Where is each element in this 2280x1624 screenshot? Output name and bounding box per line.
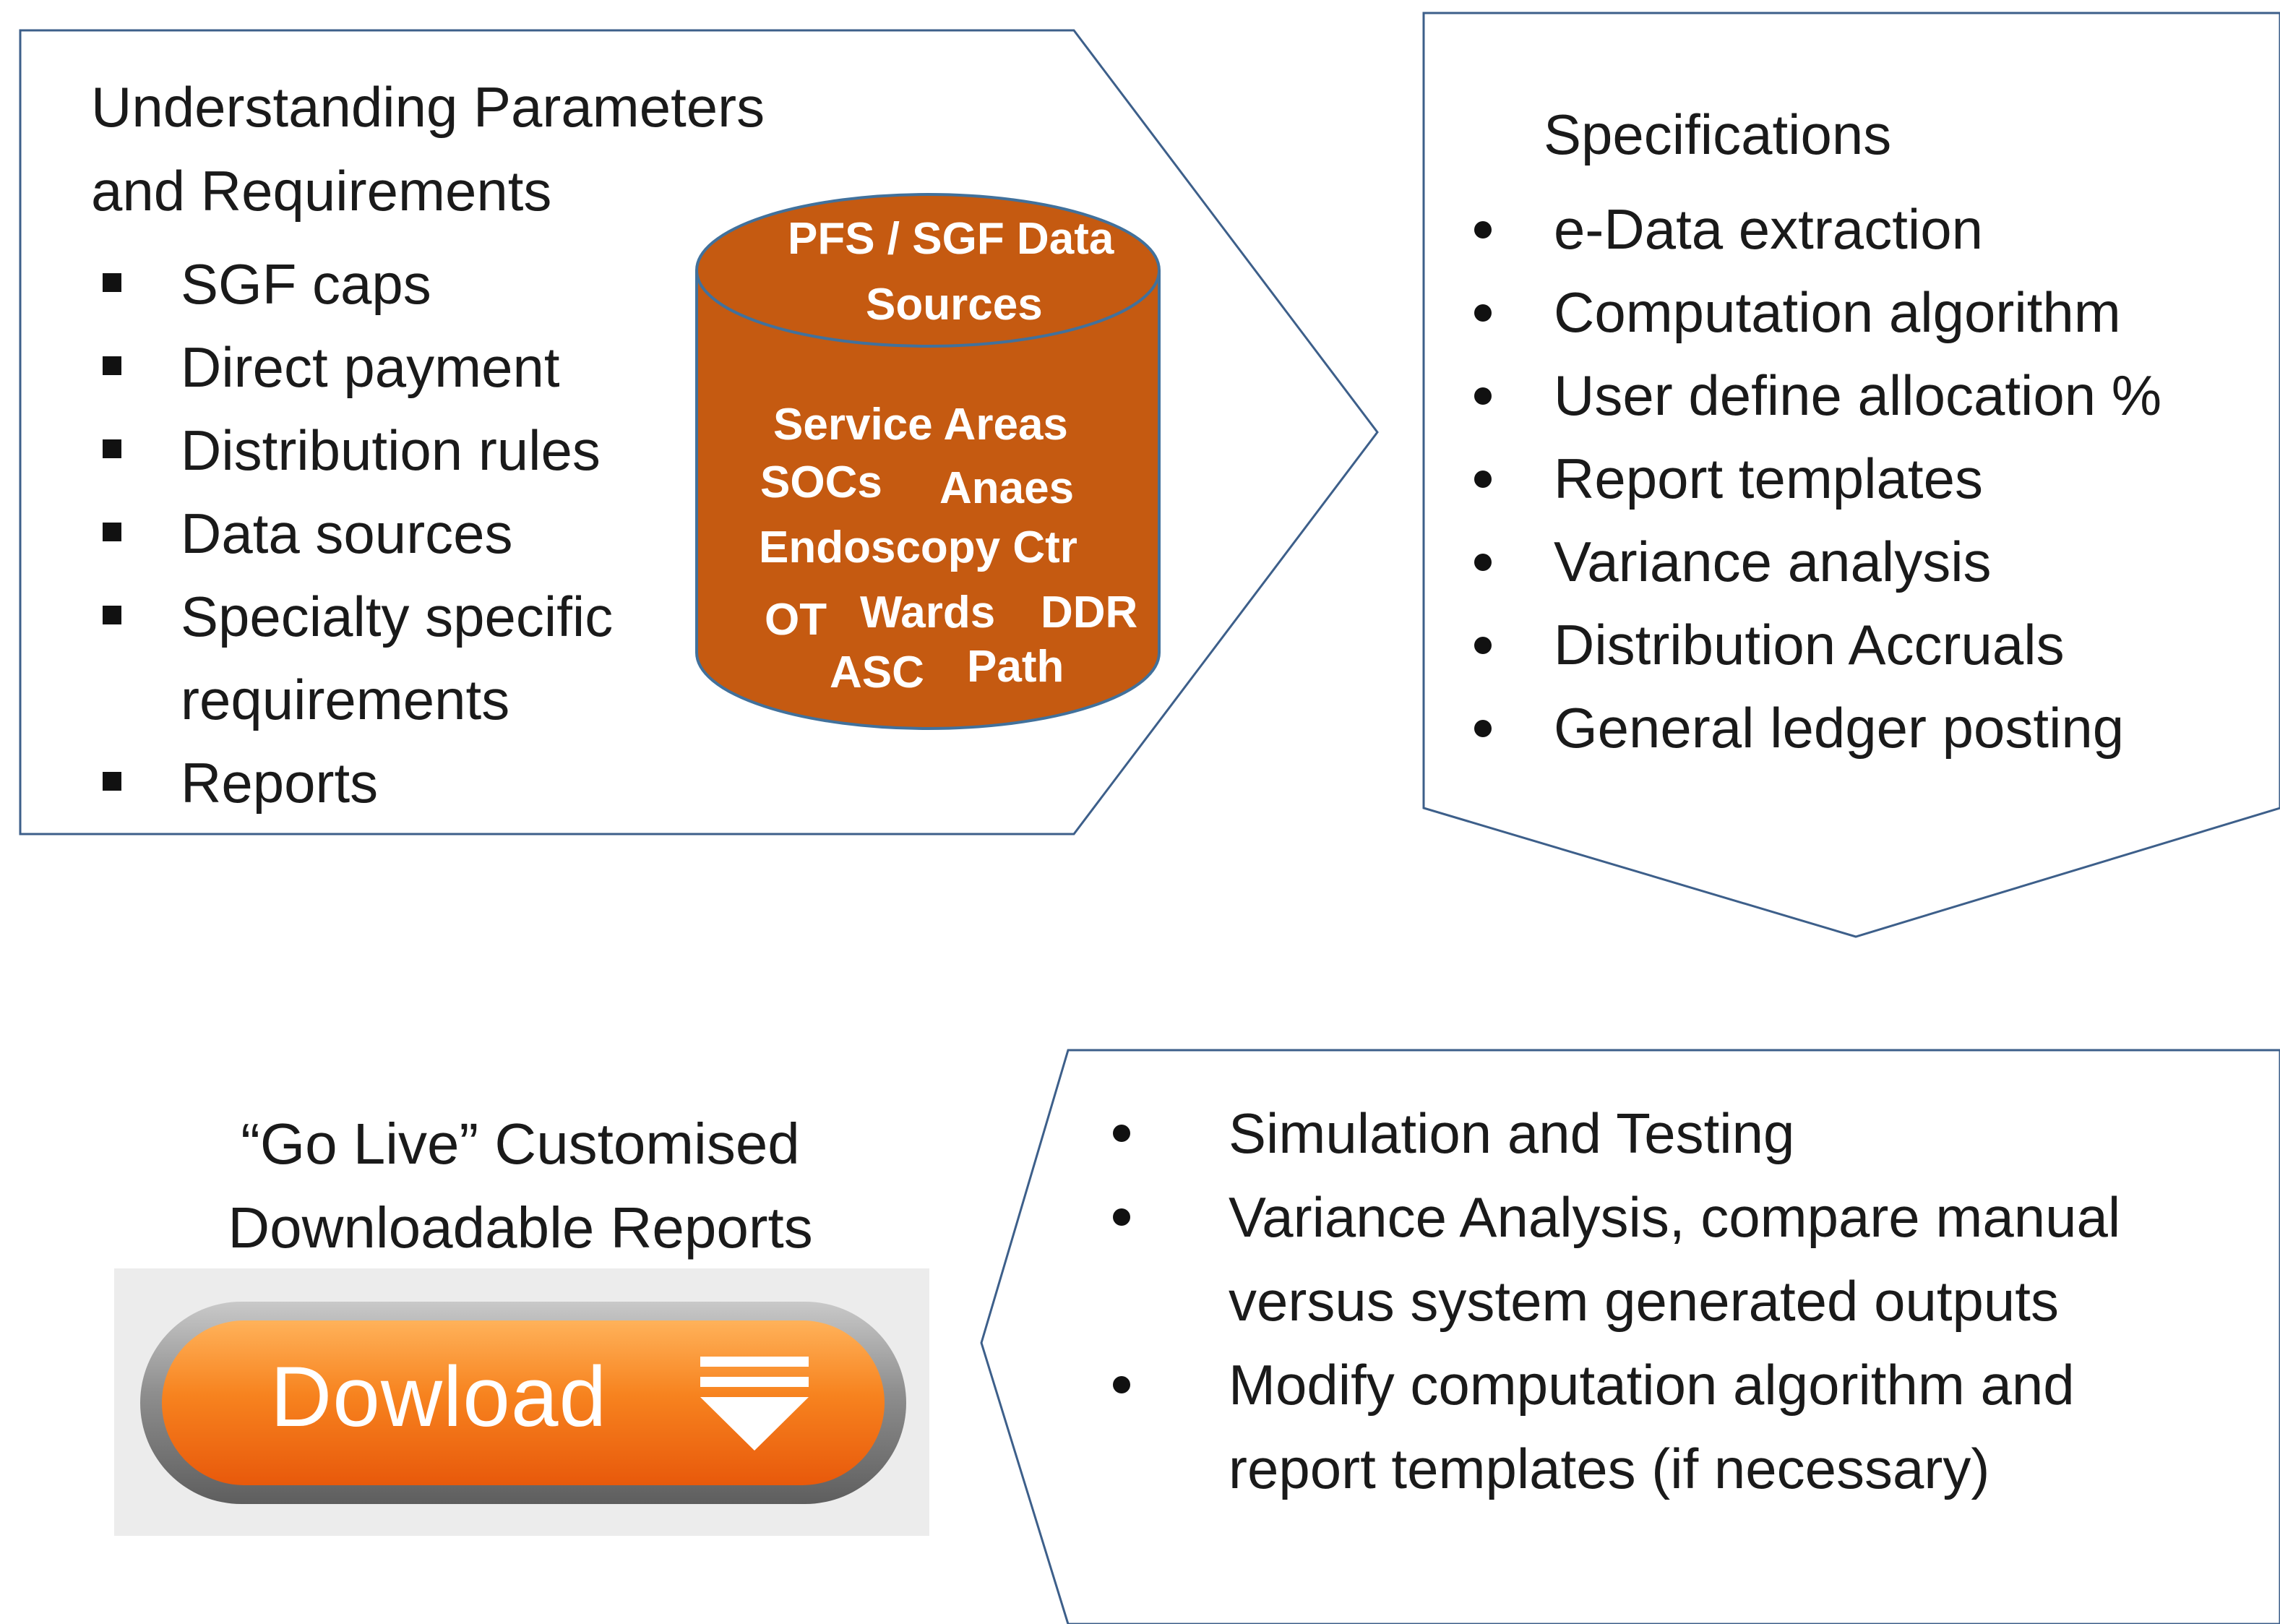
round-bullet-icon [1474,637,1492,654]
step1-title-line2: and Requirements [91,159,552,223]
list-item: Reports [94,742,613,825]
round-bullet-icon [1474,554,1492,571]
step2-title: Specifications [1544,103,1892,166]
square-bullet-icon [103,772,121,791]
label-wards: Wards [860,588,996,637]
round-bullet-icon [1474,387,1492,405]
step3-list: Simulation and Testing Variance Analysis… [1098,1091,2120,1511]
go-live-title-line1: “Go Live” Customised [241,1112,800,1176]
list-item: e-Data extraction [1424,188,2161,271]
list-item: General ledger posting [1424,687,2161,770]
step1-list: SGF caps Direct payment Distribution rul… [94,243,613,825]
list-item: Direct payment [94,326,613,409]
download-button-image: Dowload [114,1268,929,1536]
download-button-label: Dowload [270,1349,608,1445]
go-live-title: “Go Live” Customised Downloadable Report… [145,1102,896,1270]
list-item: User define allocation % [1424,354,2161,437]
square-bullet-icon [103,606,121,624]
list-item: Distribution rules [94,409,613,492]
data-sources-cylinder [695,193,1161,730]
label-ot: OT [765,595,827,645]
go-live-title-line2: Downloadable Reports [228,1195,813,1260]
cylinder-title-line2: Sources [866,280,1043,330]
square-bullet-icon [103,439,121,458]
round-bullet-icon [1113,1208,1130,1226]
label-anaes: Anaes [939,463,1075,513]
download-button-bezel: Dowload [140,1302,906,1504]
step2-chevron-shape [1422,12,2280,938]
label-ddr: DDR [1041,588,1138,637]
square-bullet-icon [103,273,121,292]
round-bullet-icon [1113,1376,1130,1393]
label-endoscopy: Endoscopy Ctr [759,523,1077,572]
step3-chevron-shape [980,1049,2280,1624]
round-bullet-icon [1474,221,1492,239]
cylinder-title-line1: PFS / SGF Data [788,214,1114,264]
step2-list: e-Data extraction Computation algorithm … [1424,188,2161,770]
round-bullet-icon [1113,1125,1130,1142]
square-bullet-icon [103,523,121,541]
list-item: SGF caps [94,243,613,326]
download-button[interactable]: Dowload [162,1320,885,1485]
list-item: Variance analysis [1424,520,2161,603]
list-item: Simulation and Testing [1098,1091,2120,1175]
step1-title: Understanding Parameters and Requirement… [91,65,765,233]
round-bullet-icon [1474,304,1492,322]
label-socs: SOCs [760,457,882,507]
round-bullet-icon [1474,720,1492,737]
label-asc: ASC [830,648,924,697]
label-service-areas: Service Areas [773,400,1068,450]
square-bullet-icon [103,356,121,375]
round-bullet-icon [1474,471,1492,488]
list-item: Data sources [94,492,613,575]
label-path: Path [967,642,1064,692]
list-item: Computation algorithm [1424,271,2161,354]
list-item: Report templates [1424,437,2161,520]
step1-title-line1: Understanding Parameters [91,75,765,139]
step1-arrow-shape [19,29,1379,835]
download-arrow-icon [700,1357,809,1451]
list-item: Distribution Accruals [1424,603,2161,687]
